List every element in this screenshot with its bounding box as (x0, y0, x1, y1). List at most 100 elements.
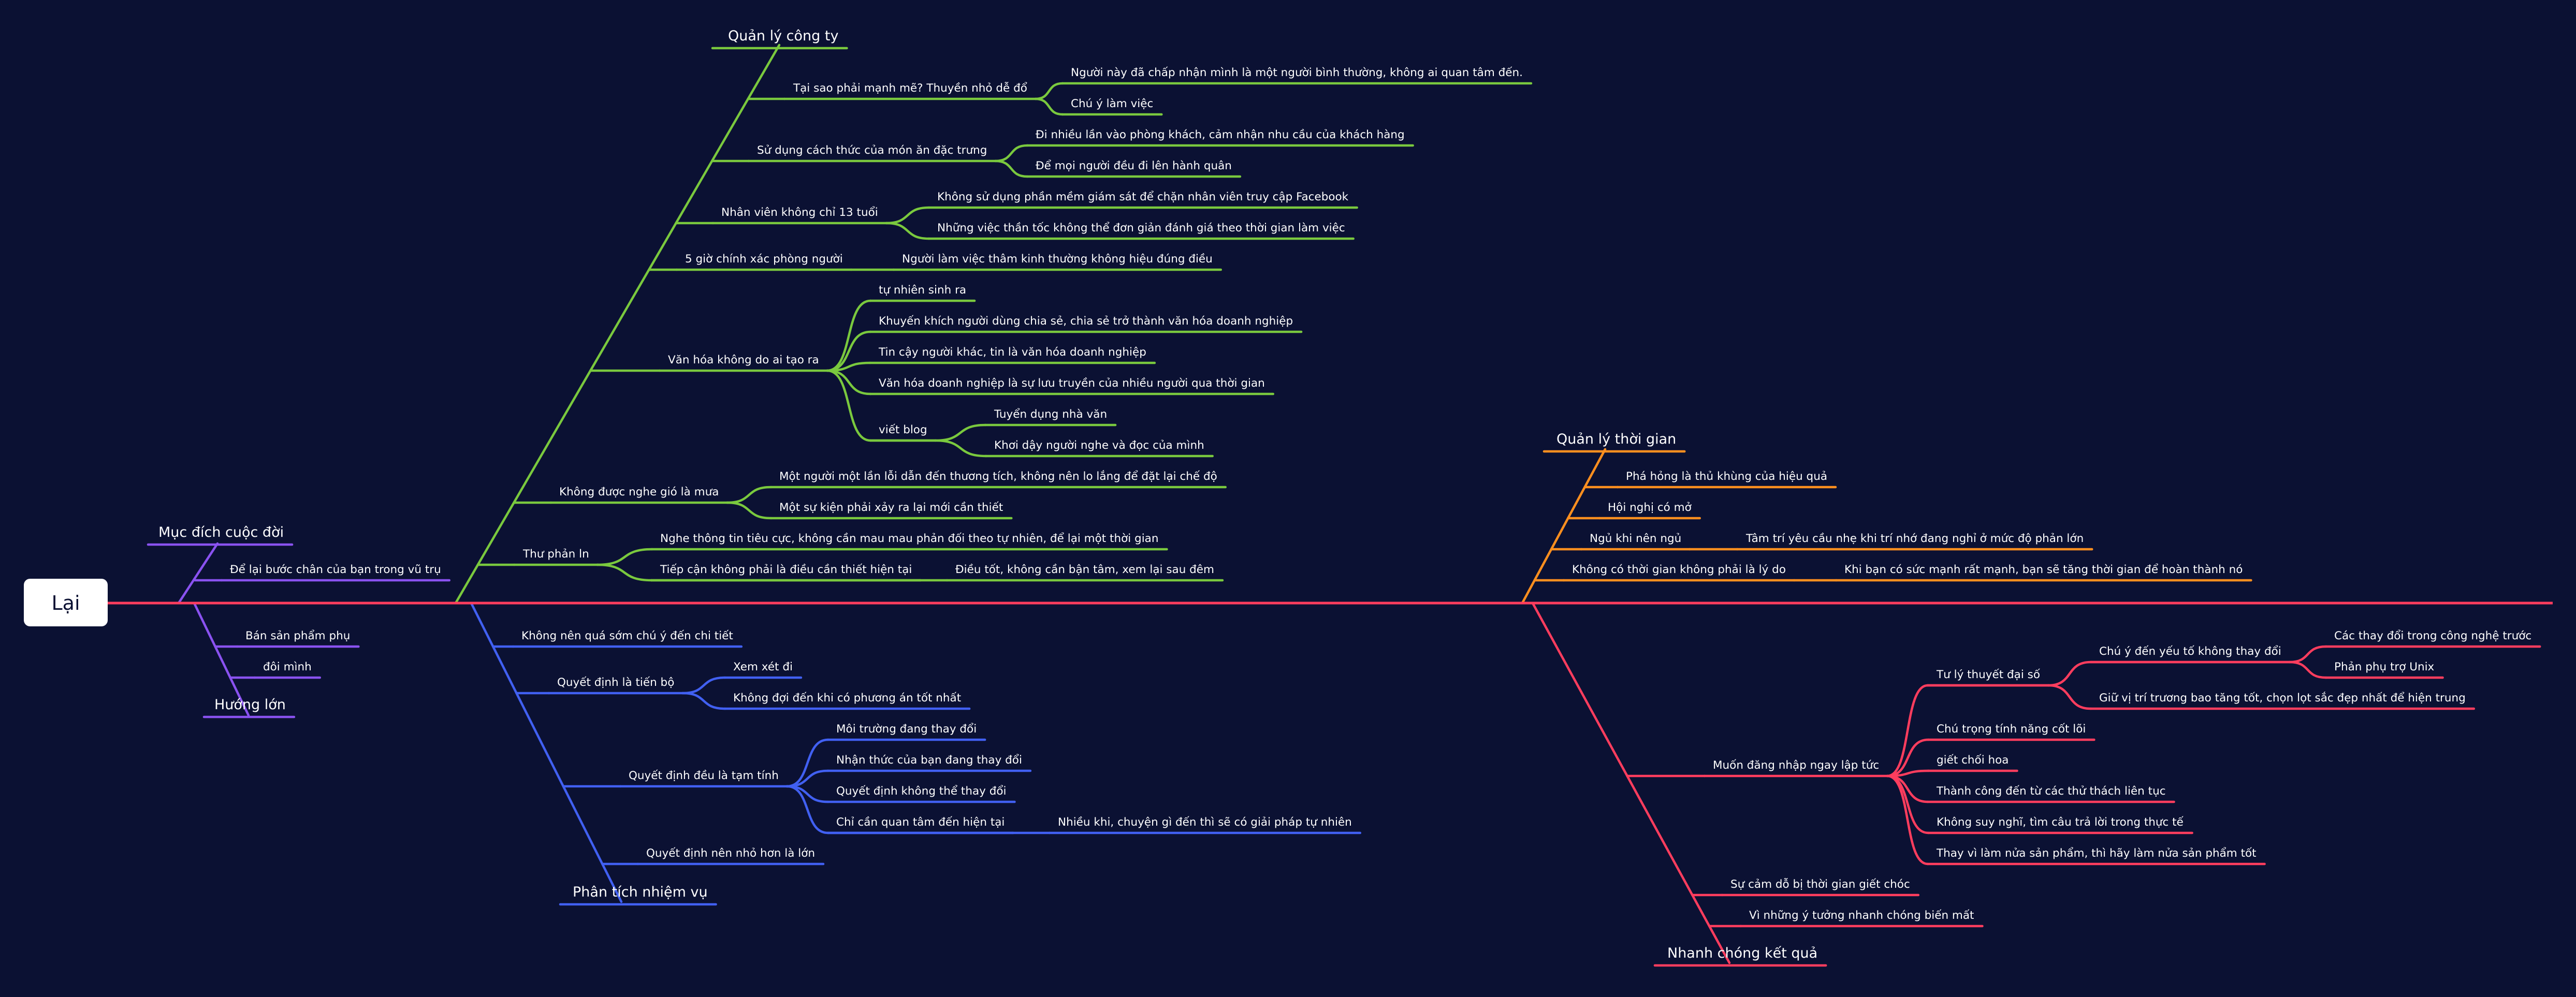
node-de-lai-buoc-chan[interactable]: Để lại bước chân của bạn trong vũ trụ (230, 563, 441, 576)
node-muon-dang-nhap[interactable]: Muốn đăng nhập ngay lập tức (1713, 759, 1879, 772)
connector-curve (785, 738, 829, 788)
node-dieu-tot-khong-can[interactable]: Điều tốt, không cần bận tâm, xem lại sau… (955, 563, 1214, 576)
category-huong-lon[interactable]: Hướng lớn (214, 697, 286, 713)
branch-phan-tich-nhiem-vu: Không nên quá sớm chú ý đến chi tiết Quy… (521, 629, 1352, 900)
node-5-gio-chinh-xac[interactable]: 5 giờ chính xác phòng người (685, 253, 843, 266)
category-muc-dich-cuoc-doi[interactable]: Mục đích cuộc đời (158, 524, 284, 540)
node-moi-truong-dang-thay-doi[interactable]: Môi trường đang thay đổi (836, 723, 977, 736)
connector-curve (885, 222, 930, 240)
category-nhanh-chong-ket-qua[interactable]: Nhanh chóng kết quả (1667, 945, 1817, 961)
node-chu-trong-tinh-nang[interactable]: Chú trọng tính năng cốt lõi (1937, 723, 2086, 736)
connector-curve (826, 369, 872, 395)
node-quyet-dinh-la-tien-bo[interactable]: Quyết định là tiến bộ (557, 676, 674, 689)
node-xem-xet-di[interactable]: Xem xét đi (733, 661, 793, 673)
node-vi-nhung-y-tuong[interactable]: Vì những ý tưởng nhanh chóng biến mất (1749, 909, 1974, 922)
connector-curve (681, 692, 726, 710)
node-cac-thay-doi-cong-nghe[interactable]: Các thay đổi trong công nghệ trước (2334, 629, 2531, 642)
node-khuyen-khich-nguoi-dung[interactable]: Khuyến khích người dùng chia sẻ, chia sẻ… (879, 315, 1293, 328)
node-thay-vi-lam-nua[interactable]: Thay vì làm nửa sản phẩm, thì hãy làm nử… (1936, 847, 2257, 860)
node-nghe-thong-tin-tieu-cuc[interactable]: Nghe thông tin tiêu cực, không cần mau m… (660, 532, 1158, 545)
connector-curve (596, 548, 653, 566)
category-quan-ly-thoi-gian[interactable]: Quản lý thời gian (1556, 431, 1676, 447)
node-nguoi-lam-viec-tham-kinh[interactable]: Người làm việc thâm kinh thường không hi… (902, 253, 1213, 266)
node-pha-hong[interactable]: Phá hỏng là thủ khùng của hiệu quả (1626, 470, 1827, 483)
node-ngu-khi-nen-ngu[interactable]: Ngủ khi nên ngủ (1590, 532, 1681, 545)
trunk-quan-ly-cong-ty (454, 43, 781, 605)
node-nhung-viec-than-toc[interactable]: Những việc thần tốc không thể đơn giản đ… (937, 222, 1345, 234)
node-khoi-day-nguoi-nghe[interactable]: Khơi dậy người nghe và đọc của mình (994, 439, 1204, 452)
root-node-box (24, 579, 108, 626)
connector-curve (1886, 684, 1929, 778)
node-khi-ban-co-suc-manh[interactable]: Khi bạn có sức mạnh rất mạnh, bạn sẽ tăn… (1844, 563, 2243, 576)
node-khong-co-thoi-gian[interactable]: Không có thời gian không phải là lý do (1572, 563, 1786, 576)
trunk-quan-ly-thoi-gian (1521, 448, 1607, 605)
connector-curve (994, 159, 1029, 178)
node-thanh-cong-den-tu[interactable]: Thành công đến từ các thử thách liên tục (1936, 785, 2166, 798)
branch-quan-ly-cong-ty: Quản lý công ty Tại sao phải mạnh mẽ? Th… (522, 28, 1523, 576)
connector-layer (177, 43, 2327, 964)
connector-curve (2288, 661, 2327, 679)
connector-curve (726, 501, 773, 520)
node-tu-ly-thuyet-dai-so[interactable]: Tư lý thuyết đại số (1936, 668, 2040, 681)
branch-muc-dich-cuoc-doi: Mục đích cuộc đời Để lại bước chân của b… (158, 524, 441, 576)
connector-curve (826, 299, 872, 372)
node-chu-y-den-yeu-to[interactable]: Chú ý đến yếu tố không thay đổi (2099, 645, 2281, 658)
connector-curve (934, 423, 987, 442)
node-su-dung-cach-thuc[interactable]: Sử dụng cách thức của món ăn đặc trưng (757, 144, 987, 157)
node-nhan-vien-khong-chi[interactable]: Nhân viên không chỉ 13 tuổi (721, 206, 878, 219)
connector-curve (785, 785, 829, 834)
trunk-huong-lon (193, 602, 250, 717)
node-mot-nguoi-mot-lan[interactable]: Một người một lần lỗi dẫn đến thương tíc… (779, 470, 1217, 483)
connector-curve (596, 563, 653, 582)
branch-quan-ly-thoi-gian: Quản lý thời gian Phá hỏng là thủ khùng … (1556, 431, 2243, 576)
category-quan-ly-cong-ty[interactable]: Quản lý công ty (728, 28, 838, 44)
node-van-hoa-doanh-nghiep[interactable]: Văn hóa doanh nghiệp là sự lưu truyền củ… (879, 377, 1265, 390)
node-tai-sao-phai-manh-me[interactable]: Tại sao phải mạnh mẽ? Thuyền nhỏ dễ đổ (793, 81, 1027, 95)
node-su-cam-do[interactable]: Sự cảm dỗ bị thời gian giết chóc (1730, 877, 1910, 891)
node-tuyen-dung-nha-van[interactable]: Tuyển dụng nhà văn (994, 408, 1107, 421)
node-doi-minh[interactable]: đôi mình (263, 661, 312, 673)
connector-curve (826, 330, 872, 372)
node-tiep-can-khong-phai[interactable]: Tiếp cận không phải là điều cần thiết hi… (660, 563, 912, 576)
node-khong-su-dung-phan-mem[interactable]: Không sử dụng phần mềm giám sát để chặn … (937, 190, 1349, 203)
node-quyet-dinh-khong-the[interactable]: Quyết định không thể thay đổi (836, 785, 1007, 798)
node-quyet-dinh-deu-la-tam-tinh[interactable]: Quyết định đều là tạm tính (629, 769, 779, 782)
node-chi-can-quan-tam[interactable]: Chỉ cần quan tâm đến hiện tại (836, 816, 1005, 829)
category-phan-tich-nhiem-vu[interactable]: Phân tích nhiệm vụ (573, 884, 708, 900)
node-nhan-thuc-cua-ban[interactable]: Nhận thức của bạn đang thay đổi (836, 754, 1022, 767)
node-khong-nen-qua-som[interactable]: Không nên quá sớm chú ý đến chi tiết (521, 629, 733, 642)
node-nhieu-khi-chuyen-gi[interactable]: Nhiều khi, chuyện gì đến thì sẽ có giải … (1058, 816, 1352, 829)
node-van-hoa-khong-do-ai[interactable]: Văn hóa không do ai tạo ra (668, 354, 819, 366)
underline-layer (147, 47, 2541, 967)
connector-curve (2047, 684, 2092, 710)
node-quyet-dinh-nen-nho[interactable]: Quyết định nên nhỏ hơn là lớn (646, 847, 815, 860)
node-khong-doi-den-khi[interactable]: Không đợi đến khi có phương án tốt nhất (733, 692, 961, 705)
node-giet-choi-hoa[interactable]: giết chối hoa (1937, 754, 2009, 767)
node-tam-tri-yeu-cau[interactable]: Tâm trí yêu cầu nhẹ khi trí nhớ đang ngh… (1745, 532, 2084, 545)
trunk-muc-dich-cuoc-doi (177, 542, 219, 605)
node-chu-y-lam-viec[interactable]: Chú ý làm việc (1071, 97, 1153, 110)
node-di-nhieu-lan[interactable]: Đi nhiều lần vào phòng khách, cảm nhận n… (1036, 128, 1405, 141)
node-phan-phu-tro-unix[interactable]: Phản phụ trợ Unix (2334, 661, 2435, 673)
node-tu-nhien-sinh-ra[interactable]: tự nhiên sinh ra (879, 284, 966, 297)
node-khong-suy-nghi[interactable]: Không suy nghĩ, tìm câu trả lời trong th… (1937, 816, 2184, 829)
connector-curve (826, 369, 872, 442)
node-mot-su-kien[interactable]: Một sự kiện phải xảy ra lại mới cần thiế… (779, 501, 1003, 514)
node-de-moi-nguoi[interactable]: Để mọi người đều đi lên hành quân (1036, 159, 1232, 172)
root-node[interactable]: Lại (24, 579, 108, 626)
root-node-label: Lại (51, 592, 80, 614)
node-tin-cay-nguoi-khac[interactable]: Tin cậy người khác, tin là văn hóa doanh… (878, 346, 1146, 359)
trunk-nhanh-chong-ket-qua (1531, 602, 1731, 964)
node-thu-phan-lon[interactable]: Thư phản ln (522, 548, 589, 561)
node-hoi-nghi-co-mo[interactable]: Hội nghị có mở (1608, 501, 1692, 514)
node-viet-blog[interactable]: viết blog (879, 423, 927, 436)
connector-curve (1034, 97, 1064, 116)
node-khong-duoc-nghe-gio[interactable]: Không được nghe gió là mưa (559, 486, 719, 499)
node-nguoi-nay-da-chap-nhan[interactable]: Người này đã chấp nhận mình là một người… (1071, 66, 1523, 79)
trunk-phan-tich-nhiem-vu (470, 602, 623, 903)
node-giu-vi-tri[interactable]: Giữ vị trí trương bao tăng tốt, chọn lọt… (2099, 692, 2466, 705)
branch-huong-lon: Bán sản phẩm phụ đôi mình Hướng lớn (214, 629, 350, 713)
node-ban-san-pham-phu[interactable]: Bán sản phẩm phụ (245, 629, 350, 642)
